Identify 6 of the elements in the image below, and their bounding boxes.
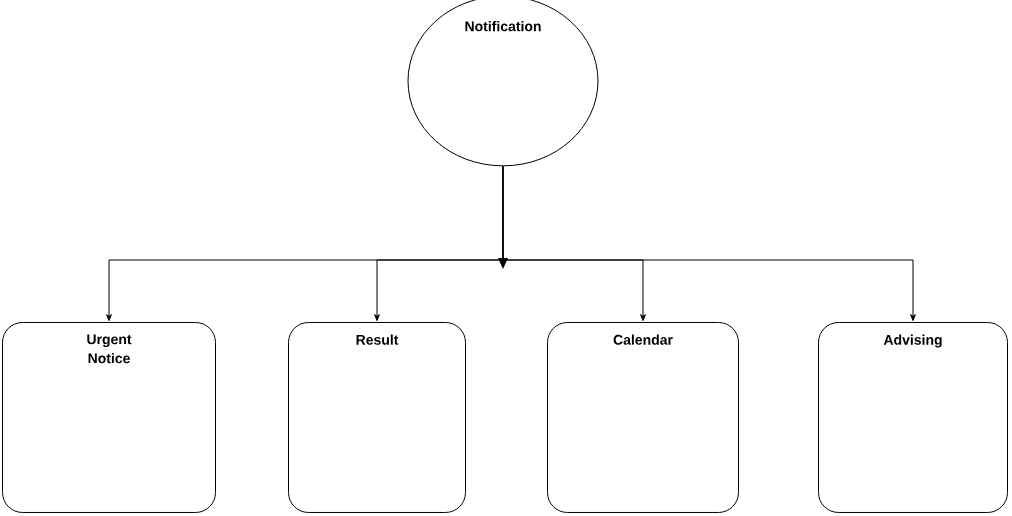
category-box: Urgent Notice (2, 322, 216, 513)
category-box: Advising (818, 322, 1008, 513)
arrowhead (498, 258, 508, 269)
connector-arrow (502, 165, 916, 322)
category-box: Result (288, 322, 466, 513)
category-box: Calendar (547, 322, 739, 513)
